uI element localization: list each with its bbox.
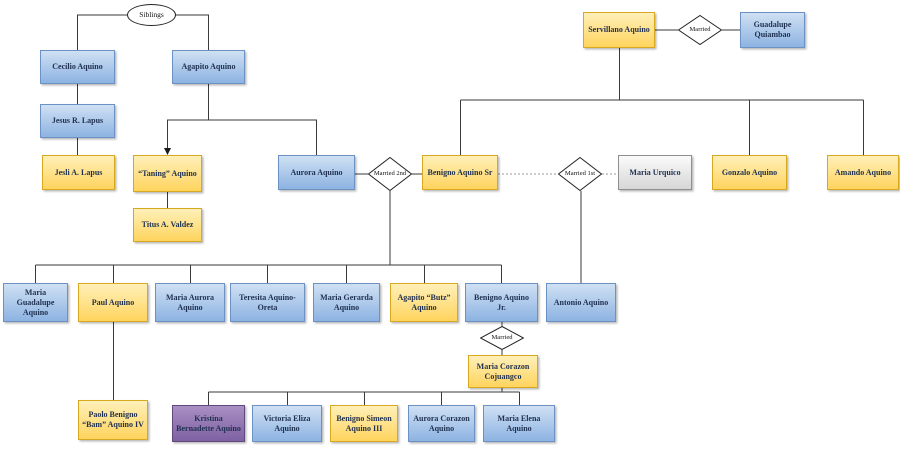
node-label: Jesli A. Lapus bbox=[54, 167, 103, 177]
diamond-shape-icon bbox=[480, 326, 524, 350]
diamond-shape-icon bbox=[678, 15, 722, 45]
node-label: “Taning” Aquino bbox=[138, 168, 197, 178]
node-label: Gonzalo Aquino bbox=[721, 167, 778, 177]
node-maria-elena-aquino[interactable]: Maria Elena Aquino bbox=[483, 405, 555, 442]
node-aurora-corazon-aquino[interactable]: Aurora Corazon Aquino bbox=[408, 405, 475, 442]
node-kristina-bernadette-aquino[interactable]: Kristina Bernadette Aquino bbox=[172, 405, 245, 442]
node-label: Paul Aquino bbox=[91, 297, 135, 307]
diamond-shape-icon bbox=[558, 157, 602, 191]
node-jesli-a-lapus[interactable]: Jesli A. Lapus bbox=[42, 155, 115, 190]
node-amando-aquino[interactable]: Amando Aquino bbox=[827, 155, 899, 190]
node-gonzalo-aquino[interactable]: Gonzalo Aquino bbox=[712, 155, 787, 190]
node-label: Victoria Eliza Aquino bbox=[263, 413, 311, 433]
node-guadalupe-quiambao[interactable]: Guadalupe Quiambao bbox=[740, 12, 805, 48]
node-maria-aurora-aquino[interactable]: Maria Aurora Aquino bbox=[155, 283, 225, 322]
siblings-oval[interactable]: Siblings bbox=[127, 4, 176, 26]
node-victoria-eliza-aquino[interactable]: Victoria Eliza Aquino bbox=[252, 405, 322, 442]
node-label: Maria Gerarda Aquino bbox=[320, 292, 373, 312]
arrowhead-down-icon bbox=[164, 148, 171, 155]
node-label: Teresita Aquino-Oreta bbox=[239, 292, 296, 312]
marriage-diamond-servillano[interactable]: Married bbox=[678, 15, 722, 45]
marriage-label: Married bbox=[491, 334, 513, 342]
marriage-label: Married bbox=[689, 26, 711, 34]
marriage-diamond-1st[interactable]: Married 1st bbox=[558, 157, 602, 191]
node-jesus-r-lapus[interactable]: Jesus R. Lapus bbox=[40, 104, 115, 138]
node-label: Agapito Aquino bbox=[181, 62, 236, 71]
node-label: Benigno Aquino Sr bbox=[427, 167, 493, 177]
node-teresita-aquino-oreta[interactable]: Teresita Aquino-Oreta bbox=[230, 283, 305, 322]
node-taning-aquino[interactable]: “Taning” Aquino bbox=[133, 155, 202, 192]
marriage-diamond-benigno-jr[interactable]: Married bbox=[480, 326, 524, 350]
node-agapito-aquino-sr[interactable]: Agapito Aquino bbox=[172, 50, 245, 84]
node-cecilio-aquino[interactable]: Cecilio Aquino bbox=[40, 50, 115, 84]
node-benigno-aquino-sr[interactable]: Benigno Aquino Sr bbox=[422, 155, 498, 190]
node-label: Maria Urquico bbox=[629, 167, 681, 177]
diamond-shape-icon bbox=[368, 157, 412, 191]
node-label: Maria Aurora Aquino bbox=[165, 292, 215, 312]
node-label: Cecilio Aquino bbox=[52, 62, 103, 71]
node-label: Jesus R. Lapus bbox=[51, 116, 104, 125]
node-aurora-aquino[interactable]: Aurora Aquino bbox=[278, 155, 355, 190]
node-maria-gerarda-aquino[interactable]: Maria Gerarda Aquino bbox=[313, 283, 380, 322]
marriage-label: Married 1st bbox=[564, 170, 596, 178]
node-label: Amando Aquino bbox=[834, 167, 892, 177]
node-label: Agapito “Butz” Aquino bbox=[397, 292, 451, 312]
node-paolo-benigno-bam-aquino-iv[interactable]: Paolo Benigno “Bam” Aquino IV bbox=[78, 400, 148, 440]
node-label: Kristina Bernadette Aquino bbox=[176, 413, 241, 433]
node-antonio-aquino[interactable]: Antonio Aquino bbox=[546, 283, 616, 322]
node-label: Maria Corazon Cojuangco bbox=[476, 361, 530, 381]
node-paul-aquino[interactable]: Paul Aquino bbox=[78, 283, 148, 322]
node-label: Benigno Simeon Aquino III bbox=[336, 413, 392, 433]
node-benigno-aquino-jr[interactable]: Benigno Aquino Jr. bbox=[465, 283, 538, 322]
marriage-diamond-2nd[interactable]: Married 2nd bbox=[368, 157, 412, 191]
node-benigno-simeon-aquino-iii[interactable]: Benigno Simeon Aquino III bbox=[330, 405, 398, 442]
node-label: Siblings bbox=[139, 10, 164, 20]
node-maria-urquico[interactable]: Maria Urquico bbox=[618, 155, 692, 190]
node-label: Aurora Aquino bbox=[290, 167, 343, 177]
node-maria-corazon-cojuangco[interactable]: Maria Corazon Cojuangco bbox=[468, 355, 538, 388]
node-label: Servillano Aquino bbox=[588, 25, 650, 34]
node-label: Guadalupe Quiambao bbox=[753, 20, 792, 39]
node-label: Titus A. Valdez bbox=[141, 220, 194, 229]
node-label: Paolo Benigno “Bam” Aquino IV bbox=[82, 410, 144, 429]
node-maria-guadalupe-aquino[interactable]: Maria Guadalupe Aquino bbox=[3, 283, 68, 322]
node-label: Antonio Aquino bbox=[553, 297, 609, 307]
node-agapito-butz-aquino[interactable]: Agapito “Butz” Aquino bbox=[390, 283, 458, 322]
node-label: Benigno Aquino Jr. bbox=[474, 292, 529, 312]
node-titus-a-valdez[interactable]: Titus A. Valdez bbox=[133, 208, 202, 242]
node-label: Maria Elena Aquino bbox=[497, 413, 541, 433]
node-servillano-aquino[interactable]: Servillano Aquino bbox=[583, 12, 655, 48]
node-label: Maria Guadalupe Aquino bbox=[16, 287, 55, 317]
node-label: Aurora Corazon Aquino bbox=[413, 413, 470, 433]
marriage-label: Married 2nd bbox=[373, 170, 407, 178]
